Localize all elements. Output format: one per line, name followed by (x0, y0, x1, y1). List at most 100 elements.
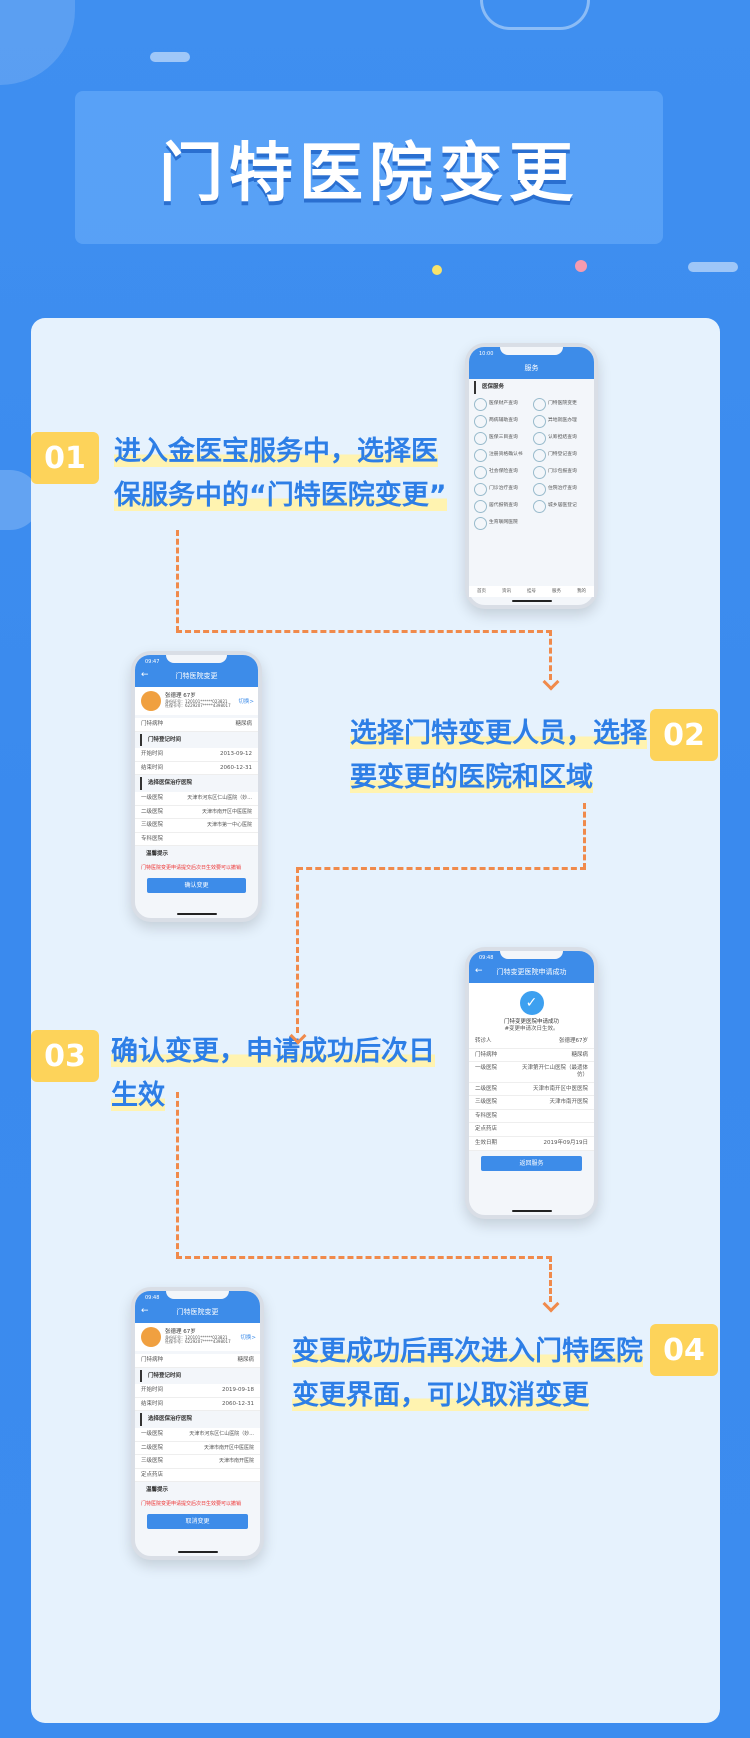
notice-text: 门特医院变更申请提交后次日生效要可以撤销 (141, 1500, 242, 1507)
row-value: 张德理67岁 (559, 1038, 588, 1045)
avatar (141, 1327, 161, 1347)
status-time: 09:48 (479, 955, 494, 961)
id-number: 身份证号：120101******023821 (165, 1334, 228, 1340)
person-name: 张德理 67岁 (165, 692, 196, 699)
service-icon (474, 431, 487, 445)
deco-circle (0, 0, 75, 85)
service-item[interactable]: 生育联网医院 (474, 516, 530, 530)
step-text-line: 进入金医宝服务中，选择医 (114, 436, 438, 467)
avatar (141, 691, 161, 711)
row-label: 定点药店 (475, 1126, 498, 1133)
service-icon (533, 448, 546, 462)
result-list: 转诊人张德理67岁门特病种糖尿病一级医院天津第开仁山医院（最遗体仿）二级医院天津… (469, 1035, 594, 1151)
row-label: 二级医院 (475, 1085, 498, 1092)
connector-line (549, 630, 552, 680)
success-check-icon: ✓ (519, 991, 544, 1015)
row-value: 2013-09-12 (220, 751, 252, 758)
hospital-option[interactable]: 三级医院天津市第一中心医院 (135, 819, 258, 833)
status-time: 09:47 (145, 659, 160, 665)
result-row: 三级医院天津市南开医院 (469, 1096, 594, 1110)
back-arrow-icon[interactable]: ← (141, 670, 149, 680)
service-item[interactable]: 注册资格确认书 (474, 448, 530, 462)
service-label: 生育联网医院 (489, 520, 518, 526)
hospital-option[interactable]: 三级医院天津市南开医院 (135, 1455, 260, 1469)
card-number: 社保卡号：6229207*****4398017 (165, 703, 231, 709)
hospital-option[interactable]: 一级医院 天津市河东区仁山医院（妙... (135, 1427, 260, 1442)
row-value: 天津市南开区中医医院 (203, 1444, 254, 1451)
service-item[interactable]: 医保三目查询 (474, 431, 530, 445)
section-title: 门特登记时间 (140, 733, 253, 747)
notice-text: 门特医院变更申请提交后次日生效要可以撤销 (141, 864, 242, 871)
step-01-badge: 01 (31, 432, 99, 484)
service-label: 门诊包报查询 (548, 469, 577, 475)
connector-line (176, 1092, 179, 1258)
notice-title: 温馨提示 (146, 1487, 169, 1494)
cancel-change-button[interactable]: 取消变更 (147, 1513, 248, 1530)
tab-item[interactable]: 我的 (577, 588, 586, 594)
switch-link[interactable]: 切换> (238, 699, 254, 705)
service-icon (474, 465, 487, 479)
connector-line (176, 1256, 552, 1259)
hospital-option[interactable]: 一级医院天津市河东区仁山医院（妙... (135, 791, 258, 806)
service-icon (474, 397, 487, 411)
row-label: 门特病种 (141, 721, 164, 727)
return-button[interactable]: 返回服务 (481, 1155, 582, 1171)
notice-title: 温馨提示 (146, 851, 169, 858)
section-title: 门特登记时间 (140, 1369, 255, 1383)
hospital-option[interactable]: 二级医院天津市南开区中医医院 (135, 805, 258, 820)
back-arrow-icon[interactable]: ← (141, 1306, 149, 1316)
row-label: 二级医院 (141, 1444, 164, 1451)
service-item[interactable]: 门诊治疗查询 (474, 482, 530, 496)
step-03-badge: 03 (31, 1030, 99, 1082)
connector-line (583, 803, 586, 869)
deco-rings (480, 0, 590, 30)
service-label: 注册资格确认书 (489, 452, 523, 458)
result-row: 一级医院 天津第开仁山医院（最遗体仿） (469, 1062, 594, 1083)
row-value: 糖尿病 (237, 1357, 254, 1363)
service-icon (474, 448, 487, 462)
confirm-change-button[interactable]: 确认变更 (147, 877, 246, 894)
tab-item[interactable]: 挂号 (527, 588, 536, 594)
service-item[interactable]: 门诊包报查询 (533, 465, 589, 479)
home-indicator (177, 1551, 218, 1553)
phone-screenshot-success: 09:48←门特变更医院申请成功 ✓ 门特变更医院申请成功 #变更申请次日生效。… (465, 947, 598, 1219)
service-item[interactable]: 居代报销查询 (474, 499, 530, 513)
row-value: 天津市河东区仁山医院（妙... (189, 1430, 254, 1437)
row-value: 天津第开仁山医院（最遗体仿） (521, 1065, 588, 1078)
hospital-option[interactable]: 定点药店 (135, 1468, 260, 1483)
section-title: 选择医保治疗医院 (140, 777, 253, 790)
card-number: 社保卡号：6229207*****4398017 (165, 1339, 231, 1345)
service-item[interactable]: 异地就医办理 (533, 414, 589, 428)
service-icon (533, 499, 546, 513)
service-label: 城乡居医登记 (548, 503, 577, 509)
service-item[interactable]: 住院治疗查询 (533, 482, 589, 496)
home-indicator (511, 1210, 552, 1212)
row-label: 一级医院 (475, 1065, 498, 1072)
service-item[interactable]: 门特登记查询 (533, 448, 589, 462)
hospital-option[interactable]: 专科医院 (135, 832, 258, 847)
tab-item[interactable]: 服务 (552, 588, 561, 594)
row-label: 结束时间 (141, 764, 164, 771)
row-label: 一级医院 (141, 1430, 164, 1437)
row-value: 天津市南开医院 (218, 1458, 254, 1465)
service-item[interactable]: 两病辅助查询 (474, 414, 530, 428)
result-row: 定点药店 (469, 1123, 594, 1137)
step-text-line: 选择门特变更人员，选择 (350, 718, 647, 749)
step-text-line: 生效 (111, 1080, 165, 1111)
hospital-option[interactable]: 二级医院 天津市南开区中医医院 (135, 1441, 260, 1456)
row-label: 专科医院 (475, 1112, 498, 1119)
service-item[interactable]: 认筹担结查询 (533, 431, 589, 445)
deco-bar (150, 52, 190, 62)
screen-title: 服务 (524, 364, 539, 372)
service-item[interactable]: 医保财产查询 (474, 397, 530, 411)
service-item[interactable]: 城乡居医登记 (533, 499, 589, 513)
back-arrow-icon[interactable]: ← (475, 966, 483, 976)
switch-link[interactable]: 切换> (240, 1335, 256, 1341)
service-item[interactable]: 门特医院变更 (533, 397, 589, 411)
tab-item[interactable]: 资讯 (502, 588, 511, 594)
tab-item[interactable]: 首页 (477, 588, 486, 594)
service-item[interactable]: 社会保险查询 (474, 465, 530, 479)
